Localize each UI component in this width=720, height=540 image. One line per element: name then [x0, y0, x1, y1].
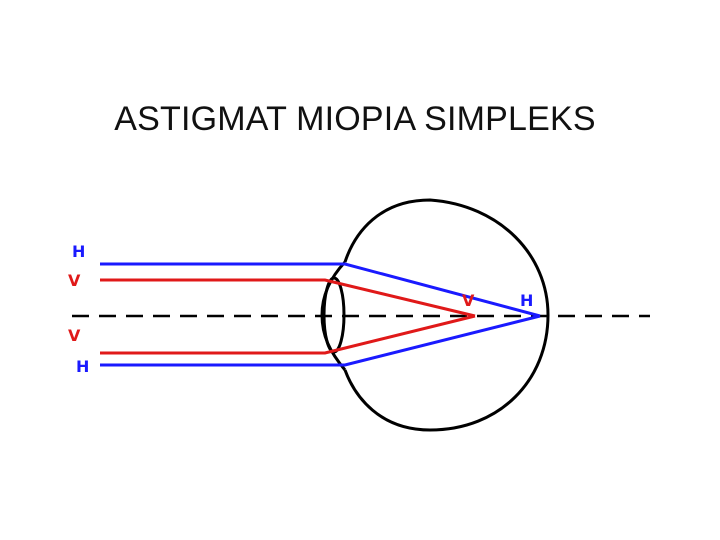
ray-v-lower [100, 314, 476, 355]
label-upper-h: H [72, 242, 85, 261]
slide-title: ASTIGMAT MIOPIA SIMPLEKS [114, 100, 596, 138]
label-upper-v: V [68, 271, 81, 290]
label-lower-v: V [68, 326, 81, 345]
label-focus-v: V [462, 291, 475, 310]
label-focus-h: H [520, 291, 533, 310]
label-lower-h: H [76, 357, 89, 376]
ray-h-upper [100, 262, 541, 318]
ray-h-lower [100, 314, 541, 367]
ray-v-upper [100, 278, 476, 318]
